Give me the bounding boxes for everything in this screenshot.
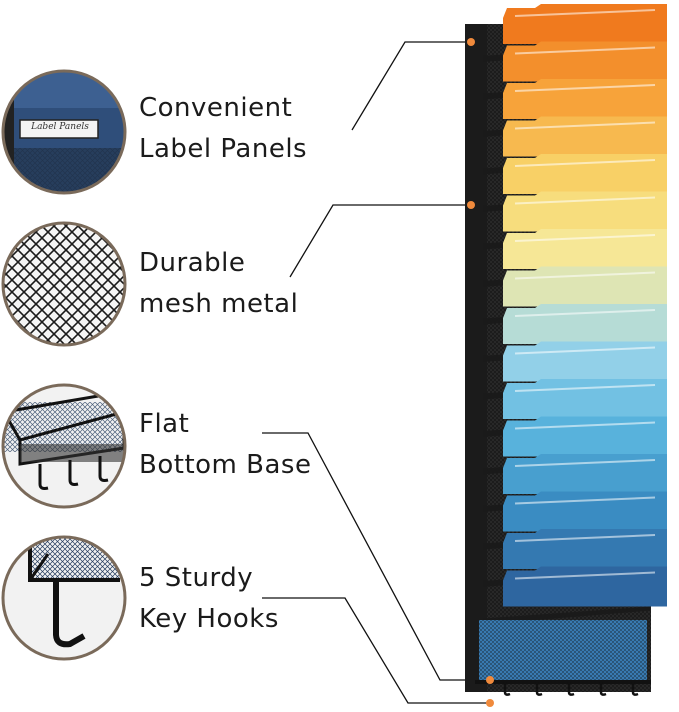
leader-line-label-panels <box>351 41 470 131</box>
indicator-dot <box>467 38 475 46</box>
key-hook <box>535 682 543 696</box>
organizer-side-rail <box>465 24 487 692</box>
folder-highlight <box>514 234 656 242</box>
label-panel-closeup-icon <box>1 69 127 195</box>
key-hook <box>503 682 511 696</box>
folder-highlight <box>514 9 656 17</box>
bottom-base-closeup-icon <box>1 383 127 509</box>
folder-highlight <box>514 271 656 280</box>
wall-file-organizer <box>465 4 667 707</box>
folder-highlight <box>514 421 656 430</box>
folder-highlight <box>514 534 656 542</box>
key-hook <box>599 682 607 696</box>
indicator-dot <box>467 201 475 209</box>
folder-highlight <box>514 46 656 55</box>
folder-highlight <box>514 84 656 92</box>
folder-highlight <box>514 384 656 392</box>
mesh-closeup-icon <box>1 221 127 347</box>
indicator-dot <box>486 676 494 684</box>
key-hook <box>567 682 575 696</box>
folder-highlight <box>514 159 656 167</box>
folder-highlight <box>514 196 656 205</box>
key-hook <box>631 682 639 696</box>
folder-highlight <box>514 459 656 467</box>
leader-line-hooks <box>262 597 490 704</box>
folder-highlight <box>514 496 656 505</box>
label-panel-text: Label Panels <box>31 122 89 132</box>
indicator-dot <box>486 699 494 707</box>
folder-highlight <box>514 346 656 355</box>
leader-line-mesh <box>289 204 470 278</box>
folder-highlight <box>514 309 656 317</box>
key-hook-closeup-icon <box>1 535 127 661</box>
folder-highlight <box>514 571 656 580</box>
folder-highlight <box>514 121 656 130</box>
